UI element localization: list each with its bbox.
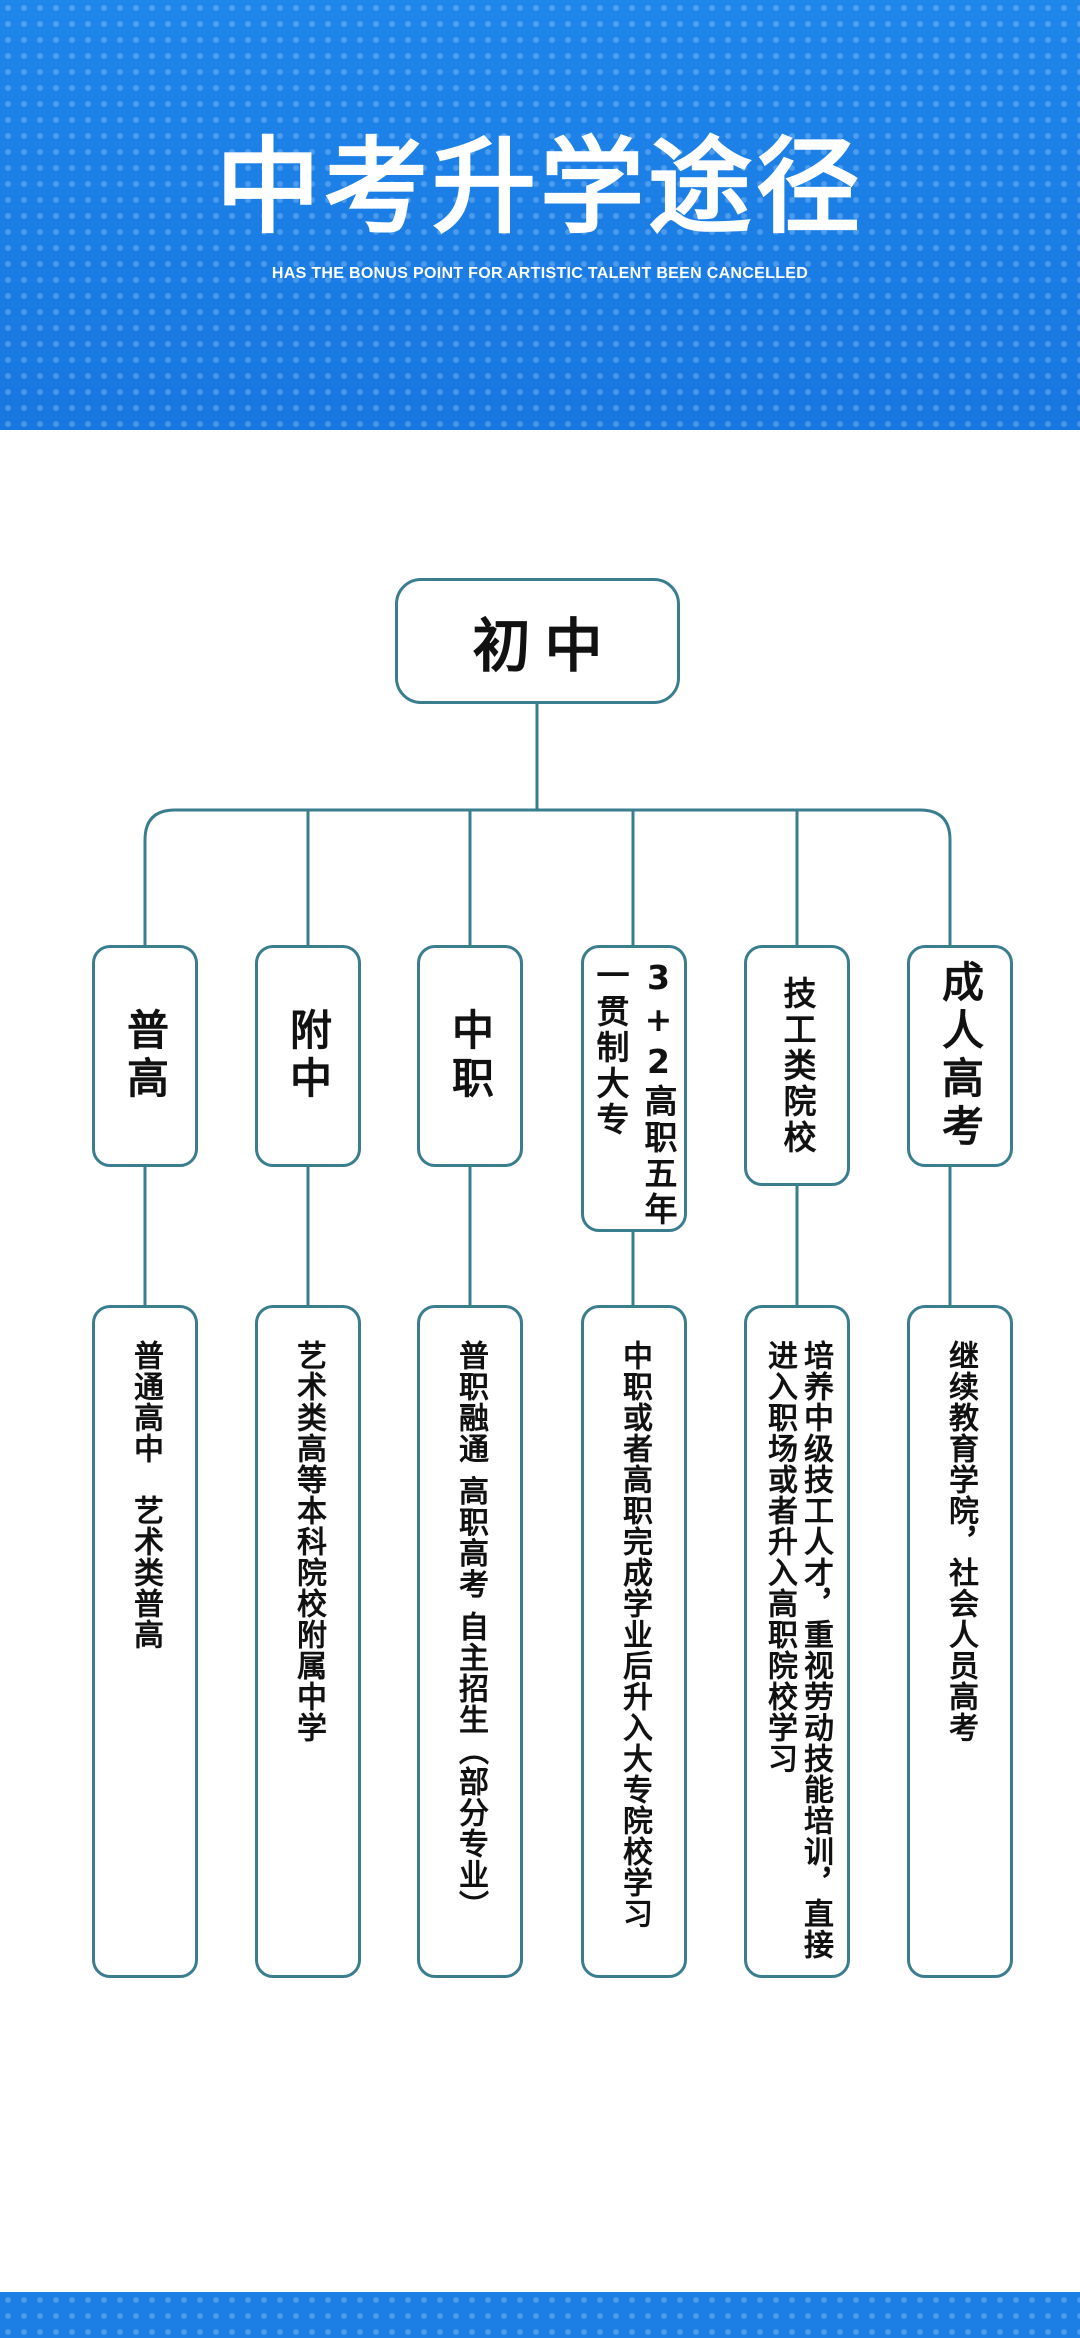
branch-bus-line — [143, 808, 952, 947]
category-box: 技工类院校 — [744, 945, 850, 1186]
description-box: 艺术类高等本科院校附属中学 — [255, 1305, 361, 1978]
category-label: 成人高考 — [935, 960, 985, 1152]
description-box: 继续教育学院，社会人员高考 — [907, 1305, 1013, 1978]
description-box: 普通高中 艺术类普高 — [92, 1305, 198, 1978]
root-label: 初中 — [472, 612, 617, 680]
category-box: 附中 — [255, 945, 361, 1167]
category-label: 3+2高职五年一贯制大专 — [591, 958, 678, 1228]
header-banner: 中考升学途径 HAS THE BONUS POINT FOR ARTISTIC … — [0, 0, 1080, 430]
description-box: 培养中级技工人才，重视劳动技能培训，直接进入职场或者升入高职院校学习 — [744, 1305, 850, 1978]
description-text: 普职融通 高职高考 自主招生（部分专业） — [453, 1340, 488, 1921]
category-box: 普高 — [92, 945, 198, 1167]
category-label: 普高 — [120, 1008, 170, 1104]
category-box: 成人高考 — [907, 945, 1013, 1167]
description-text: 中职或者高职完成学业后升入大专院校学习 — [617, 1340, 652, 1929]
category-label: 附中 — [283, 1008, 333, 1104]
description-box: 普职融通 高职高考 自主招生（部分专业） — [417, 1305, 523, 1978]
description-text: 普通高中 艺术类普高 — [128, 1340, 163, 1650]
category-box: 中职 — [417, 945, 523, 1167]
category-label: 技工类院校 — [778, 975, 817, 1156]
page-title: 中考升学途径 — [215, 126, 864, 248]
description-text: 艺术类高等本科院校附属中学 — [291, 1340, 326, 1743]
footer-banner — [0, 2292, 1080, 2338]
category-box: 3+2高职五年一贯制大专 — [581, 945, 687, 1232]
page-subtitle: HAS THE BONUS POINT FOR ARTISTIC TALENT … — [271, 265, 809, 282]
description-text: 继续教育学院，社会人员高考 — [943, 1340, 978, 1743]
category-label: 中职 — [445, 1008, 495, 1104]
description-box: 中职或者高职完成学业后升入大专院校学习 — [581, 1305, 687, 1978]
root-node: 初中 — [395, 578, 680, 704]
description-text: 培养中级技工人才，重视劳动技能培训，直接进入职场或者升入高职院校学习 — [762, 1340, 833, 1960]
